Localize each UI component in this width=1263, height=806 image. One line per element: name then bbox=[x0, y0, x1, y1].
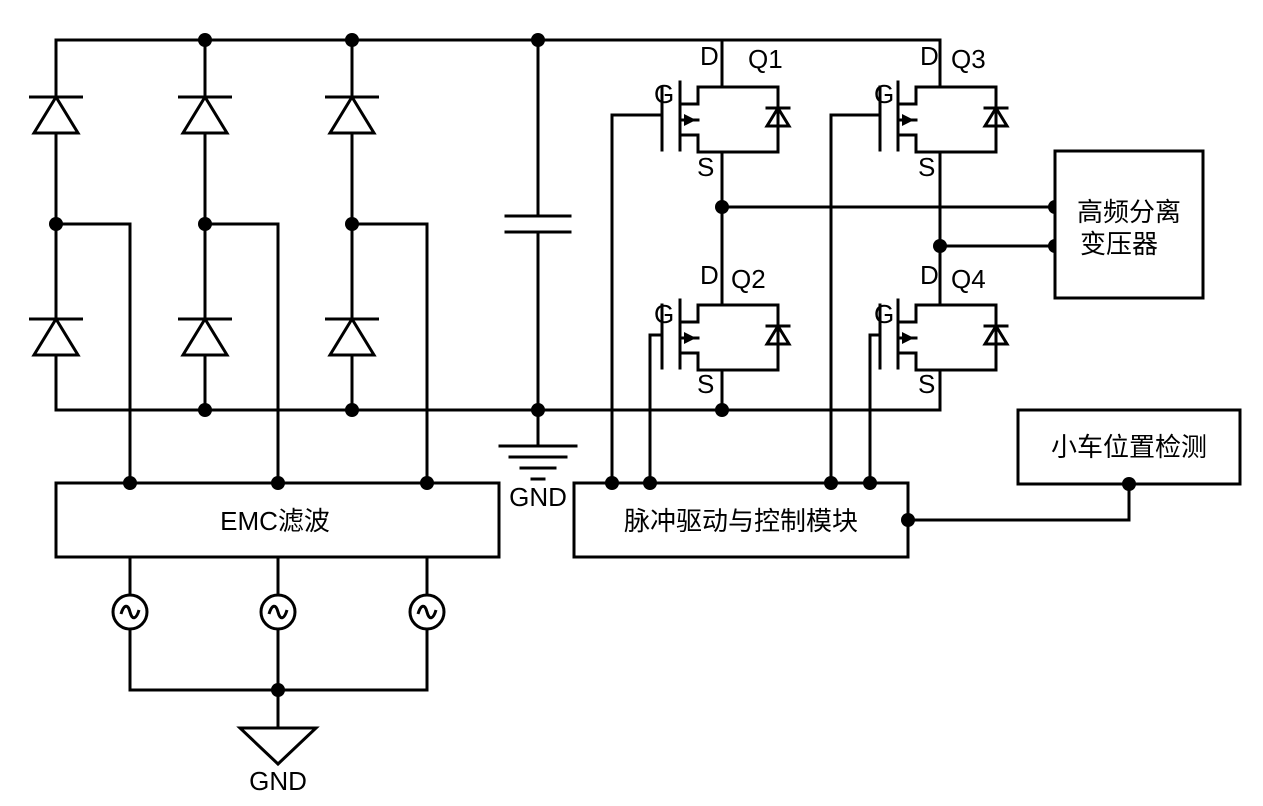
q1-gate-label: G bbox=[654, 79, 674, 109]
mosfet-q4: D Q4 G S bbox=[868, 260, 1010, 485]
ground-symbol bbox=[498, 444, 578, 481]
q2-drain-label: D bbox=[700, 260, 719, 290]
transformer-block: 高频分离 变压器 bbox=[1053, 149, 1205, 300]
rectifier-diode bbox=[176, 95, 234, 135]
rectifier-diode bbox=[27, 317, 85, 357]
emc-filter-block: EMC滤波 bbox=[54, 476, 501, 559]
capacitor-gnd-label: GND bbox=[509, 482, 567, 512]
transformer-label-line1: 高频分离 bbox=[1077, 197, 1181, 227]
emc-filter-label: EMC滤波 bbox=[220, 506, 330, 536]
ac-source-icon bbox=[259, 593, 297, 631]
driver-control-block: 脉冲驱动与控制模块 bbox=[572, 476, 915, 559]
q3-drain-label: D bbox=[920, 41, 939, 71]
q2-gate-label: G bbox=[654, 299, 674, 329]
dc-link-capacitor bbox=[504, 33, 572, 448]
q4-source-label: S bbox=[918, 369, 935, 399]
transformer-wires bbox=[720, 200, 1062, 253]
q3-gate-label: G bbox=[874, 79, 894, 109]
mosfet-q3: D Q3 G S bbox=[829, 41, 1010, 485]
q3-name-label: Q3 bbox=[951, 44, 986, 74]
source-ground-symbol bbox=[236, 726, 320, 767]
q4-gate-label: G bbox=[874, 299, 894, 329]
ac-source-icon bbox=[111, 593, 149, 631]
q1-name-label: Q1 bbox=[748, 44, 783, 74]
q3-source-label: S bbox=[918, 152, 935, 182]
ac-source-array bbox=[111, 555, 446, 730]
position-detector-label: 小车位置检测 bbox=[1051, 432, 1207, 462]
q4-name-label: Q4 bbox=[951, 264, 986, 294]
position-detector-block: 小车位置检测 bbox=[906, 408, 1242, 522]
transformer-label-line2: 变压器 bbox=[1080, 229, 1158, 259]
q1-drain-label: D bbox=[700, 41, 719, 71]
mosfet-q2: D Q2 G S bbox=[648, 260, 792, 485]
inverter-leg-left bbox=[715, 38, 729, 417]
rectifier-diode bbox=[27, 95, 85, 135]
ac-source-icon bbox=[408, 593, 446, 631]
q4-drain-label: D bbox=[920, 260, 939, 290]
rectifier-diode bbox=[323, 95, 381, 135]
inverter-leg-right bbox=[933, 38, 947, 412]
rectifier-diode bbox=[323, 317, 381, 357]
rectifier-diode bbox=[176, 317, 234, 357]
source-gnd-label: GND bbox=[249, 766, 307, 796]
q2-source-label: S bbox=[697, 369, 714, 399]
q2-name-label: Q2 bbox=[731, 264, 766, 294]
q1-source-label: S bbox=[697, 152, 714, 182]
driver-control-label: 脉冲驱动与控制模块 bbox=[624, 506, 858, 536]
rectifier-bridge bbox=[27, 33, 429, 485]
mosfet-q1: D Q1 G S bbox=[610, 41, 792, 485]
